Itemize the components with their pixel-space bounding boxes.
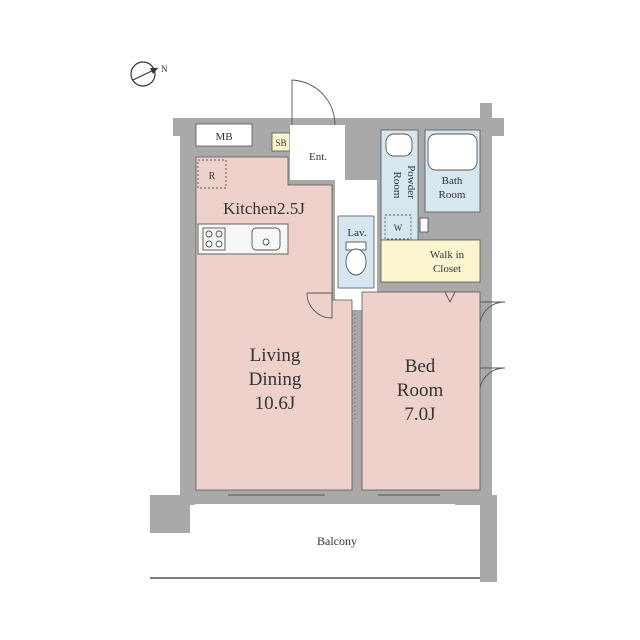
balcony-floor [190,505,480,575]
bedroom-floor [361,291,481,491]
shower-column [419,217,429,233]
closet-label-1: Walk in [430,249,465,261]
bedroom-label-2: Room [397,380,444,401]
top-left-stub [173,118,185,136]
entrance-door-swing [291,79,336,126]
bedroom-label-1: Bed [405,356,436,377]
burner [205,240,213,248]
bedroom-label-3: 7.0J [404,404,435,425]
entrance-label: Ent. [309,151,327,163]
stove-burners [202,227,226,251]
compass: N [130,61,168,87]
washer-space [384,214,412,240]
burner [205,230,213,238]
powder-room-label-1: Powder [405,165,417,199]
room-labels: MB SB Ent. R Kitchen2.5J Powder Room Bat… [209,131,466,548]
floors [190,123,481,575]
bedroom-window-lower [479,367,506,389]
toilet-bowl [345,248,367,276]
living-label-2: Dining [249,369,302,390]
sb-label: SB [275,138,286,148]
closet-floor [380,239,481,283]
refrigerator-space [197,159,227,189]
doors [150,79,506,579]
lav-label: Lav. [347,227,366,239]
powder-sink [385,133,413,157]
bathtub [427,133,478,171]
kitchen-label: Kitchen2.5J [223,199,305,218]
balcony-side-wall [480,495,497,582]
refrigerator-label: R [209,171,216,182]
mb-floor [195,123,253,147]
bath-room-label-2: Room [439,189,466,201]
bedroom-window-upper [479,301,506,323]
compass-arrow [150,68,158,74]
living-label-3: 10.6J [255,393,296,414]
powder-room-label-2: Room [391,172,403,199]
bath-room-label-1: Bath [442,175,463,187]
right-stub [492,118,504,136]
living-label-1: Living [250,345,301,366]
sink-drain [262,238,270,246]
closet-label-2: Closet [433,263,461,275]
kitchen-counter [197,223,289,255]
hall-door-swing [306,292,333,319]
balcony-label: Balcony [317,534,357,548]
entrance-floor [290,125,345,180]
washer-label: W [394,223,403,233]
bedroom-door-marker [444,291,456,304]
fixtures [197,133,478,276]
compass-label: N [161,64,168,74]
burner [215,230,223,238]
balcony-left-wall [150,495,195,533]
burner [215,240,223,248]
kitchen-sink [251,227,281,251]
top-right-stub [480,103,492,133]
mb-label: MB [215,131,232,143]
compass-circle [130,61,156,87]
